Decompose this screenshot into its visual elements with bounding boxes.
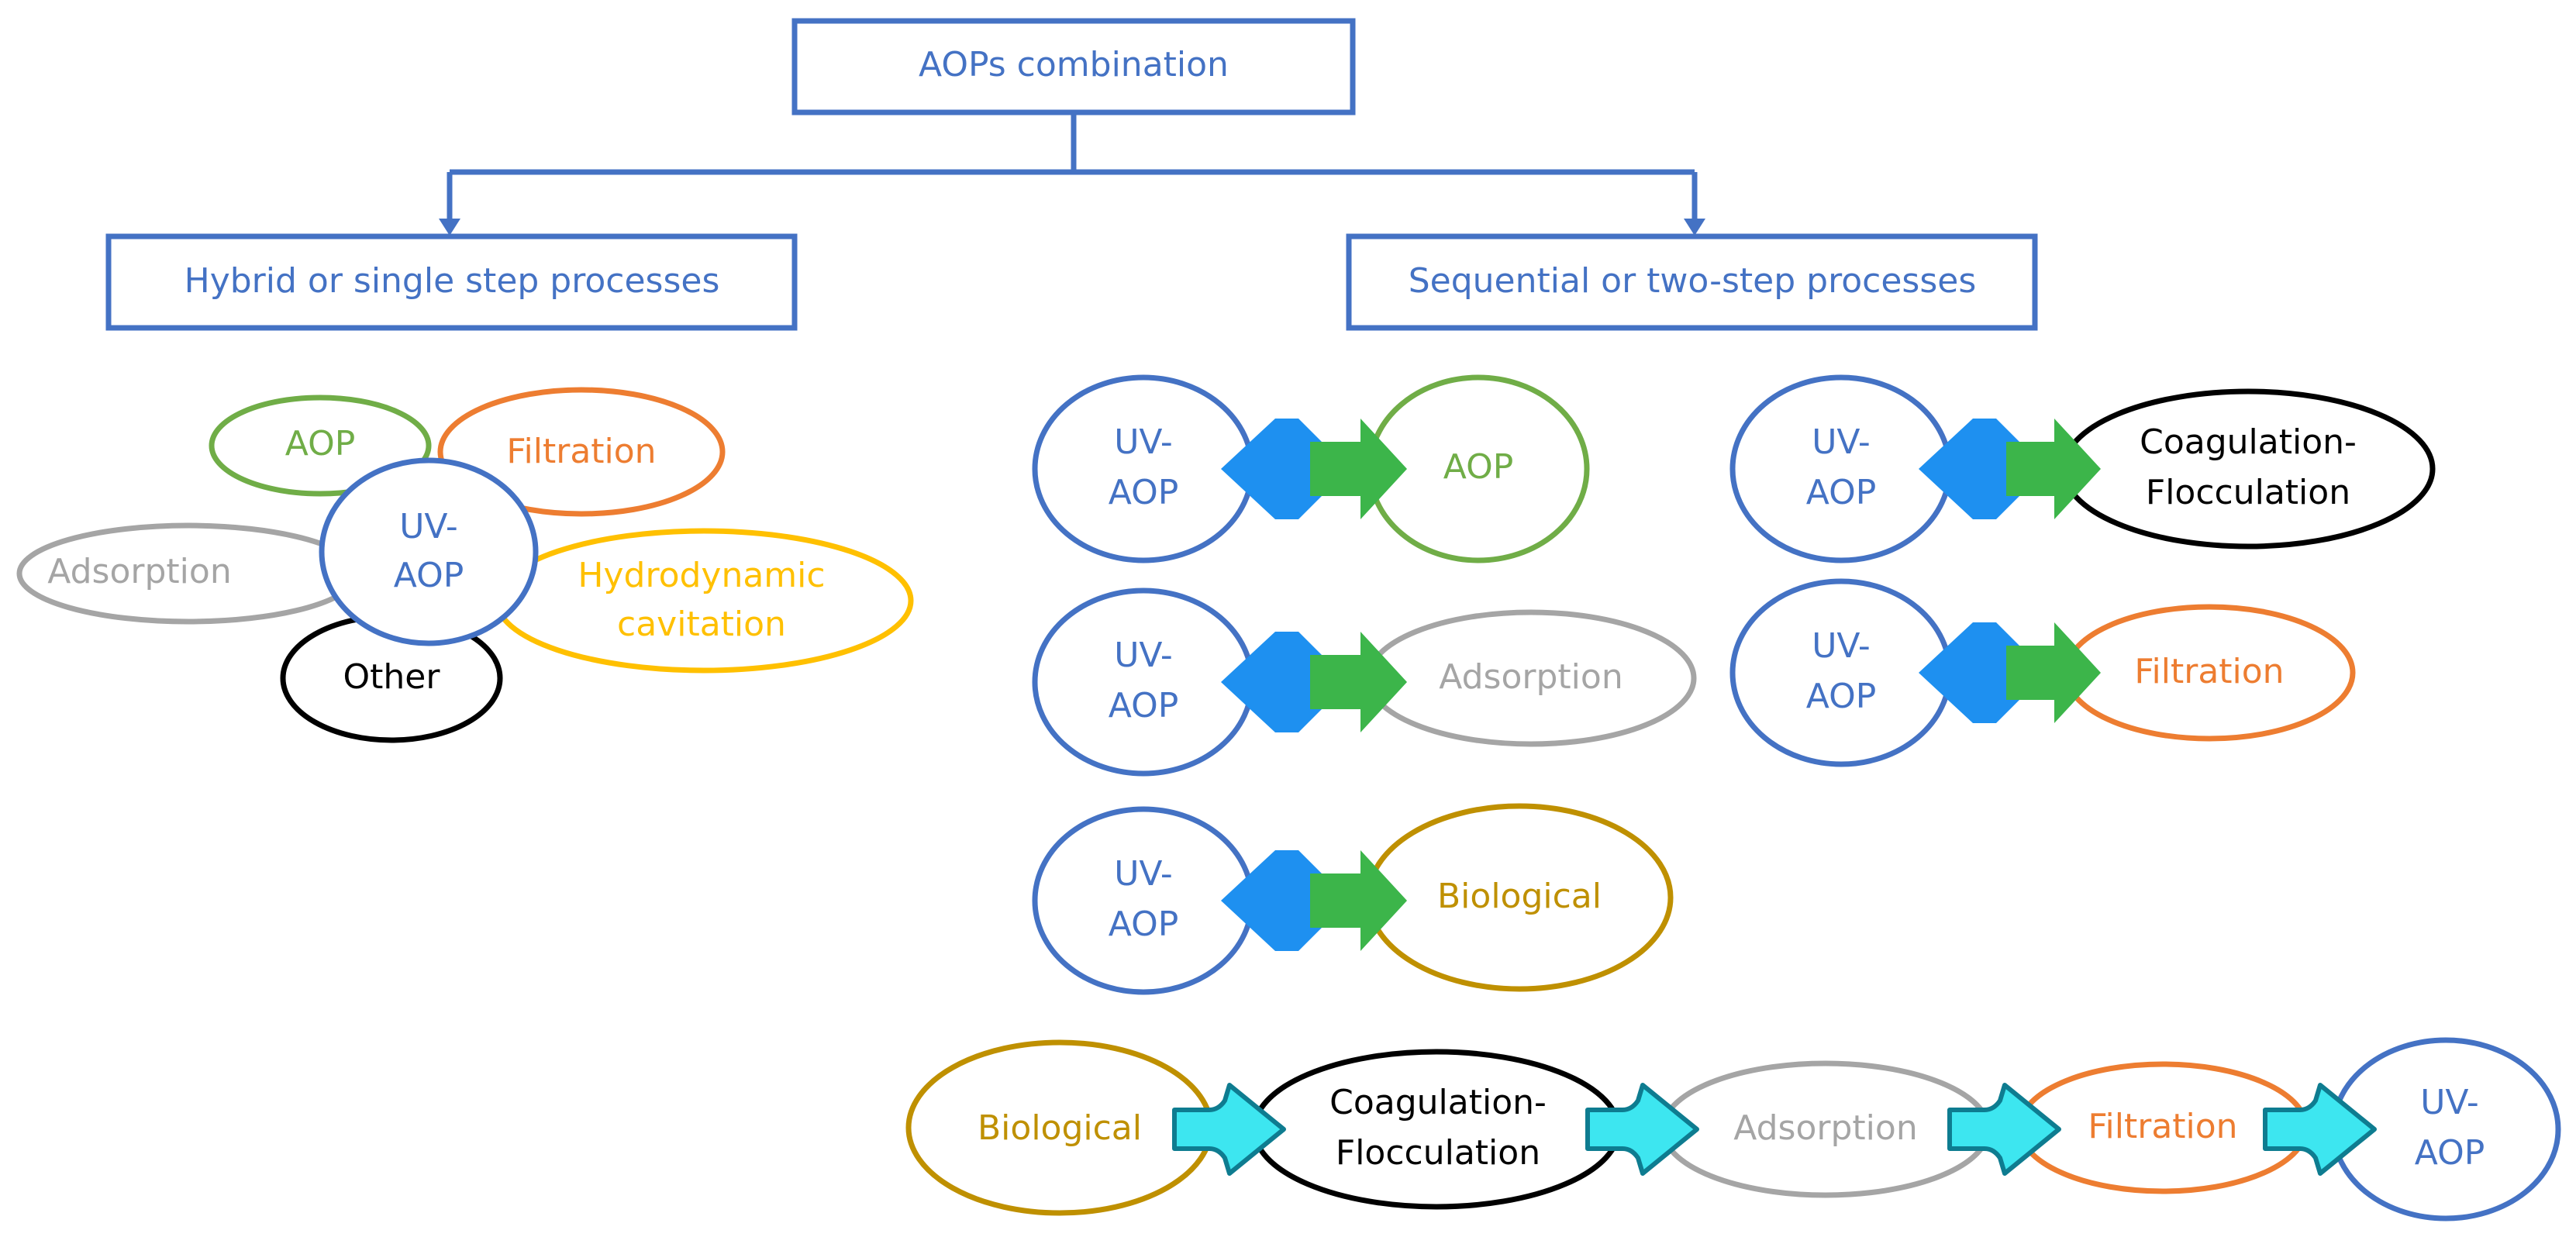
filtration-ellipse [437,387,726,517]
sequential-box: Sequential or two-step processes [1346,233,2038,331]
pair3-left-2: AOP [1109,686,1179,725]
aop-label: AOP [285,424,356,463]
pair5-left-2: AOP [1109,904,1179,944]
chain-labels: Biological Coagulation- Flocculation Ads… [978,1083,2485,1173]
chain-filtration-label: Filtration [2088,1107,2237,1146]
filtration-label: Filtration [506,432,656,471]
uv-aop-label-2: AOP [394,556,464,595]
sequential-title: Sequential or two-step processes [1409,261,1977,301]
double-arrow-icon [1221,850,1407,951]
chevron-arrow-icon [1947,1083,2061,1176]
pair1-left-1: UV- [1114,422,1173,462]
hybrid-title: Hybrid or single step processes [184,261,720,301]
hybrid-labels: AOP Filtration Adsorption Hydrodynamic c… [47,424,825,697]
double-arrow-icon [1919,419,2101,519]
double-arrow-icon [1221,419,1407,519]
hydrodynamic-ellipse [494,528,914,674]
double-arrow-icon [1919,622,2101,723]
hydrodynamic-label-1: Hydrodynamic [578,556,825,595]
hybrid-cluster [16,387,914,743]
pair4-left-1: UV- [1812,626,1871,666]
arrowhead-right-icon [1684,219,1705,236]
aop-ellipse [209,395,432,497]
uv-aop-center-ellipse [319,457,539,646]
pair4-right: Filtration [2134,652,2284,691]
pair2-right-2: Flocculation [2146,473,2350,512]
arrowhead-left-icon [439,219,460,236]
chain-coag-label-2: Flocculation [1336,1133,1540,1173]
pair5-left-1: UV- [1114,854,1173,894]
pair4-left-2: AOP [1806,677,1877,716]
pair-uv-aop-aop: UV- AOP AOP [1032,374,1590,563]
pair-uv-aop-adsorption: UV- AOP Adsorption [1032,587,1697,777]
chain-adsorption-label: Adsorption [1733,1108,1917,1148]
adsorption-label: Adsorption [47,552,231,591]
pair1-right: AOP [1443,447,1514,487]
pair3-right: Adsorption [1439,657,1623,697]
other-label: Other [343,657,441,697]
chain-biological-label: Biological [978,1108,1142,1148]
hybrid-box: Hybrid or single step processes [105,233,798,331]
chain-coag [1251,1049,1622,1210]
pair2-left-2: AOP [1806,473,1877,512]
uv-aop-label-1: UV- [399,507,458,546]
hydrodynamic-label-2: cavitation [617,605,786,644]
chain-uv-aop-label-2: AOP [2415,1133,2485,1173]
pair2-left-1: UV- [1812,422,1871,462]
chevron-arrow-icon [1585,1083,1699,1176]
double-arrow-icon [1221,632,1407,732]
chevron-arrow-icon [1172,1083,1286,1176]
pair3-left-1: UV- [1114,636,1173,675]
pair-uv-aop-filtration: UV- AOP Filtration [1729,578,2356,767]
tree-connectors [447,112,1698,221]
sequence-chain [905,1037,2561,1221]
pair-uv-aop-biological: UV- AOP Biological [1032,803,1674,995]
pair5-right: Biological [1437,877,1602,916]
title-box: AOPs combination [791,18,1356,115]
chevron-arrow-icon [2263,1083,2377,1176]
title-text: AOPs combination [919,45,1229,84]
chain-arrows [1172,1083,2377,1176]
chain-coag-label-1: Coagulation- [1329,1083,1547,1122]
pair-uv-aop-coag: UV- AOP Coagulation- Flocculation [1729,374,2436,563]
pair1-left-2: AOP [1109,473,1179,512]
chain-uv-aop-label-1: UV- [2420,1083,2479,1122]
pair2-right-1: Coagulation- [2140,422,2357,462]
